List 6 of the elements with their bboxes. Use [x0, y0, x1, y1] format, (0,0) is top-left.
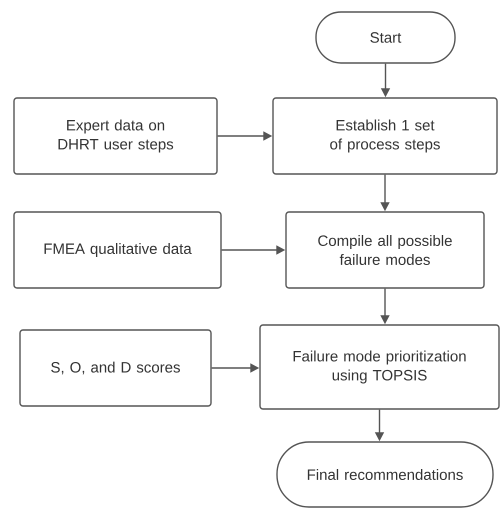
process-box: Compile all possible failure modes — [285, 211, 485, 289]
process-box: FMEA qualitative data — [13, 211, 222, 289]
process-box: Establish 1 set of process steps — [272, 97, 498, 175]
process-box: Expert data on DHRT user steps — [13, 97, 218, 175]
process-box: Failure mode prioritization using TOPSIS — [259, 324, 500, 410]
process-box: S, O, and D scores — [19, 329, 212, 407]
